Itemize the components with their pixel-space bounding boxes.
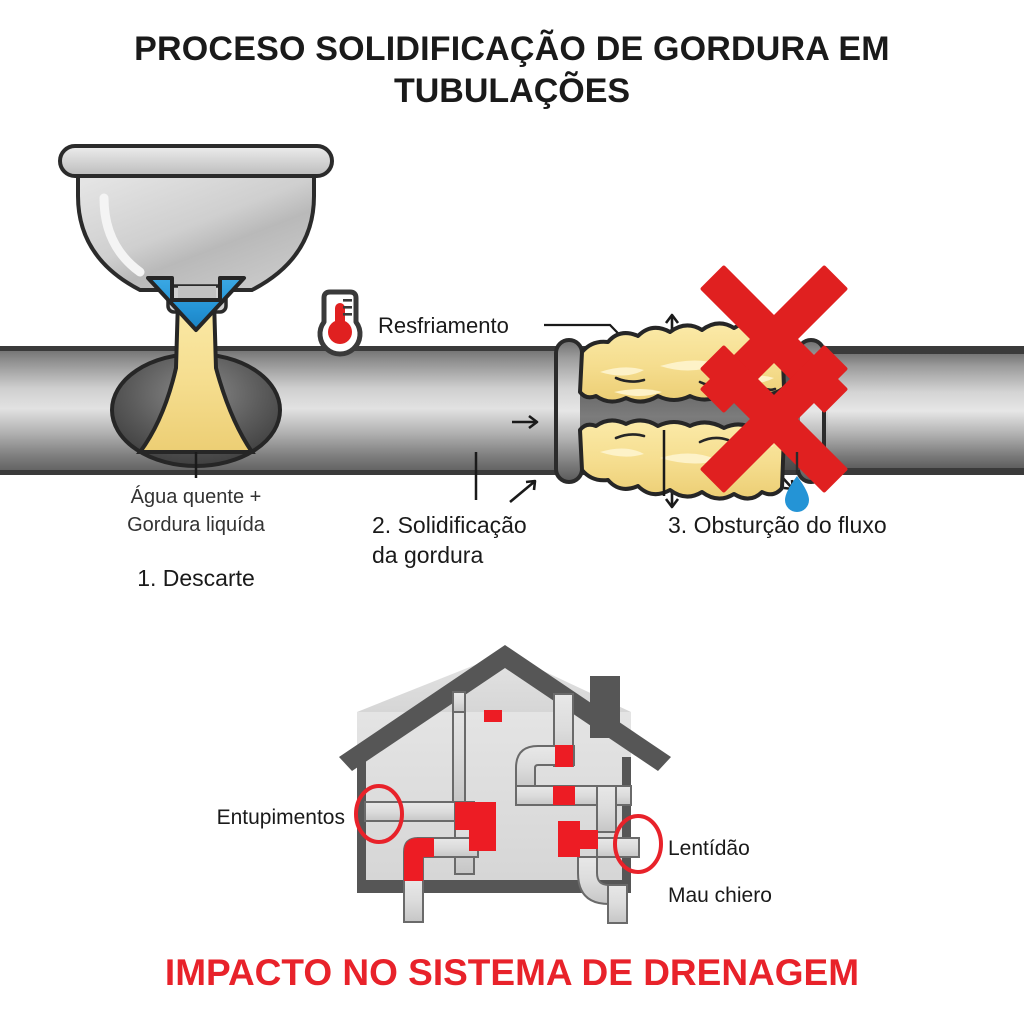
house-chimney bbox=[590, 676, 620, 738]
sink-rim bbox=[58, 144, 334, 178]
callout-label-slowness: Lentídão bbox=[668, 837, 750, 860]
water-drop-icon bbox=[785, 452, 809, 512]
step1-caption-line2: Gordura liquída bbox=[127, 514, 266, 536]
callout-label-odor: Mau chiero bbox=[668, 884, 772, 907]
sink-highlight bbox=[99, 193, 145, 277]
discharge-arrow-icon bbox=[146, 276, 246, 332]
grease-water-stream bbox=[136, 298, 256, 454]
red-x-icon bbox=[700, 265, 848, 493]
page-title-line2: TUBULAÇÕES bbox=[394, 72, 630, 110]
callout-circle-slowness bbox=[613, 814, 663, 874]
pipe-coupling-left bbox=[554, 338, 584, 484]
step3-label: 3. Obsturção do fluxo bbox=[668, 512, 887, 538]
cooling-annotation: Resfriamento bbox=[378, 313, 509, 338]
step2-label-line2: da gordura bbox=[372, 542, 483, 568]
callout-circle-clogs bbox=[354, 784, 404, 844]
house-cross-section bbox=[339, 645, 671, 924]
footer-banner: IMPACTO NO SISTEMA DE DRENAGEM bbox=[165, 952, 859, 993]
page-title-line1: PROCESO SOLIDIFICAÇÃO DE GORDURA EM bbox=[134, 30, 890, 68]
step1-label: 1. Descarte bbox=[137, 565, 255, 591]
thermometer-icon bbox=[317, 289, 363, 357]
step1-caption-line1: Água quente + bbox=[131, 485, 262, 508]
callout-label-clogs: Entupimentos bbox=[217, 806, 345, 829]
house-blockage-markers bbox=[404, 710, 598, 881]
sink-bowl bbox=[76, 174, 316, 292]
clean-pipe-segment bbox=[828, 350, 1024, 472]
step2-label-line1: 2. Solidificação bbox=[372, 512, 527, 538]
house-floor bbox=[357, 880, 631, 893]
